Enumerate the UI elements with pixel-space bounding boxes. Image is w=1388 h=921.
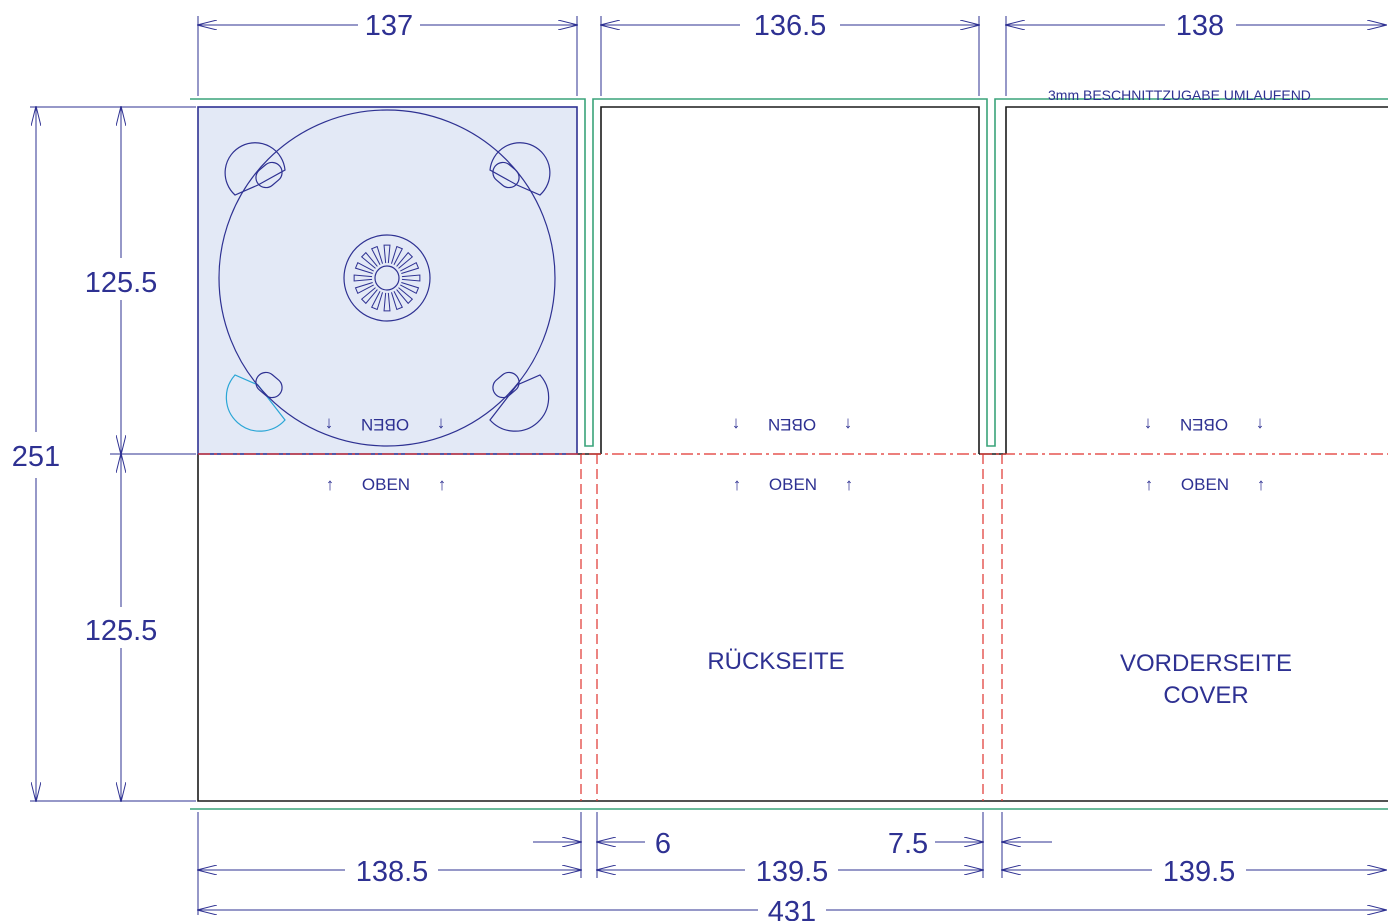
hub-tooth	[360, 251, 378, 269]
hub-tooth	[354, 261, 374, 275]
hub-tooth	[370, 291, 384, 311]
back-panel-label: RÜCKSEITE	[707, 648, 844, 675]
oben-label: OBEN	[361, 415, 409, 434]
dim-label-6: 6	[655, 828, 671, 860]
hub-tooth	[370, 245, 384, 265]
corner-clip-bottom-left	[225, 371, 286, 432]
hub-tooth	[353, 274, 373, 282]
front-panel-label-line1: VORDERSEITE	[1120, 650, 1292, 677]
hub-tooth	[354, 281, 374, 295]
oben-arrow: ↑	[845, 475, 854, 494]
dimension-bottom-total: 431	[198, 896, 1386, 921]
dimension-left-total: 251	[12, 107, 60, 801]
dim-label-139-5-middle: 139.5	[756, 856, 829, 888]
oben-marker-top-2: ↑ OBEN ↑	[732, 415, 853, 434]
dim-label-138-5: 138.5	[356, 856, 429, 888]
oben-label: OBEN	[1180, 415, 1228, 434]
hub-tooth	[396, 251, 414, 269]
dim-label-136-5: 136.5	[754, 10, 827, 42]
oben-label: OBEN	[768, 415, 816, 434]
oben-marker-top-3: ↑ OBEN ↑	[1144, 415, 1265, 434]
hub-tooth	[400, 261, 420, 275]
dimension-top-1: 137	[198, 10, 577, 42]
dimension-left-upper: 125.5	[85, 107, 158, 454]
oben-arrow: ↑	[844, 415, 853, 434]
hub-tooth	[390, 245, 404, 265]
dim-label-125-5-upper: 125.5	[85, 267, 158, 299]
dim-label-138: 138	[1176, 10, 1224, 42]
dim-label-7-5: 7.5	[888, 828, 928, 860]
tray-area	[197, 106, 578, 455]
corner-clip-top-right	[489, 142, 551, 196]
hub-tooth	[396, 287, 414, 305]
dim-label-251: 251	[12, 441, 60, 473]
oben-label: OBEN	[769, 475, 817, 494]
dimension-bottom-spine-2: 7.5	[888, 828, 1052, 860]
dimension-left-lower: 125.5	[85, 454, 158, 801]
oben-marker-bottom-3: ↑ OBEN ↑	[1145, 475, 1266, 494]
fold-lines	[198, 453, 1388, 801]
dimension-bottom-2: 139.5	[597, 856, 983, 888]
bleed-note: 3mm BESCHNITTZUGABE UMLAUFEND	[1048, 87, 1311, 103]
hub-tooth	[383, 292, 391, 312]
bleed-outline	[190, 98, 1388, 810]
dimension-bottom-1: 138.5	[198, 856, 581, 888]
oben-marker-bottom-2: ↑ OBEN ↑	[733, 475, 854, 494]
hub-center	[374, 265, 400, 291]
disc-outline	[218, 109, 556, 447]
oben-arrow: ↑	[732, 415, 741, 434]
dimension-top-2: 136.5	[601, 10, 979, 42]
oben-arrow: ↑	[326, 475, 335, 494]
oben-label: OBEN	[362, 475, 410, 494]
cd-tray-panel	[197, 106, 578, 455]
oben-arrow: ↑	[1145, 475, 1154, 494]
dim-label-137: 137	[365, 10, 413, 42]
oben-arrow: ↑	[438, 475, 447, 494]
oben-marker-top-1: ↑ OBEN ↑	[325, 415, 446, 434]
corner-clip-top-left	[224, 142, 286, 196]
hub-circle	[343, 234, 431, 322]
oben-label: OBEN	[1181, 475, 1229, 494]
oben-marker-bottom-1: ↑ OBEN ↑	[326, 475, 447, 494]
dim-label-431: 431	[768, 896, 816, 921]
dimension-bottom-3: 139.5	[1002, 856, 1386, 888]
oben-arrow: ↑	[1257, 475, 1266, 494]
front-panel-label-line2: COVER	[1163, 682, 1248, 709]
corner-clip-bottom-right	[489, 371, 550, 432]
hub-tooth	[400, 281, 420, 295]
oben-arrow: ↑	[437, 415, 446, 434]
dimension-top-3: 138	[1006, 10, 1386, 42]
hub-tooth	[390, 291, 404, 311]
hub-tooth	[383, 244, 391, 264]
hub-teeth	[353, 244, 421, 312]
oben-arrow: ↑	[1256, 415, 1265, 434]
dim-label-125-5-lower: 125.5	[85, 615, 158, 647]
hub-tooth	[401, 274, 421, 282]
oben-arrow: ↑	[1144, 415, 1153, 434]
oben-arrow: ↑	[733, 475, 742, 494]
hub-tooth	[360, 287, 378, 305]
dimension-bottom-spine-1: 6	[533, 828, 671, 860]
oben-arrow: ↑	[325, 415, 334, 434]
dim-label-139-5-right: 139.5	[1163, 856, 1236, 888]
